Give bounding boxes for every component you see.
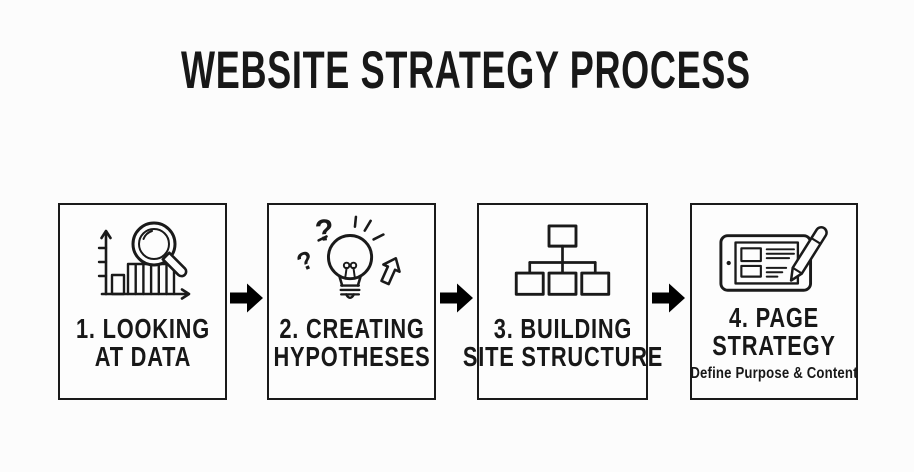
page-title: WEBSITE STRATEGY PROCESS xyxy=(9,40,914,101)
step-3-label-line1: 3. BUILDING xyxy=(493,313,632,344)
step-1-label-line1: 1. LOOKING xyxy=(75,313,210,344)
sitemap-icon xyxy=(514,223,611,296)
step-4-label-line2: STRATEGY xyxy=(712,330,836,361)
process-step-1-box: 1. LOOKING AT DATA xyxy=(58,203,227,400)
arrow-right-icon xyxy=(440,283,473,313)
bar-chart-magnifier-icon xyxy=(97,221,190,300)
step-4-label: 4. PAGE STRATEGY xyxy=(712,304,836,360)
arrow-right-icon xyxy=(652,283,685,313)
step-3-icon-slot xyxy=(479,211,646,313)
step-3-label: 3. BUILDING SITE STRUCTURE xyxy=(462,315,662,371)
question-mark-large: ? xyxy=(313,213,335,249)
process-step-3-box: 3. BUILDING SITE STRUCTURE xyxy=(462,203,662,400)
process-step-4-box: 4. PAGE STRATEGY Define Purpose & Conten… xyxy=(690,203,858,400)
page-title-text: WEBSITE STRATEGY PROCESS xyxy=(181,41,751,100)
step-4-icon-slot xyxy=(692,211,856,313)
step-2-label: 2. CREATING HYPOTHESES xyxy=(273,315,430,371)
step-2-label-line2: HYPOTHESES xyxy=(272,341,431,372)
tablet-pencil-icon xyxy=(718,226,828,292)
step-3-label-line2: SITE STRUCTURE xyxy=(462,341,663,372)
step-1-icon-slot xyxy=(60,211,225,313)
arrow-right-icon xyxy=(230,283,263,313)
question-mark-small: ? xyxy=(295,246,318,278)
lightbulb-questions-icon: ? ? xyxy=(295,213,401,299)
step-4-sublabel: Define Purpose & Content xyxy=(690,365,858,382)
step-4-label-line1: 4. PAGE xyxy=(728,302,820,333)
step-2-label-line1: 2. CREATING xyxy=(278,313,425,344)
process-step-2-box: ? ? 2. CREATING HYPOTHESES xyxy=(267,203,436,400)
step-1-label: 1. LOOKING AT DATA xyxy=(75,315,209,371)
step-2-icon-slot: ? ? xyxy=(269,211,434,313)
step-1-label-line2: AT DATA xyxy=(94,341,191,372)
